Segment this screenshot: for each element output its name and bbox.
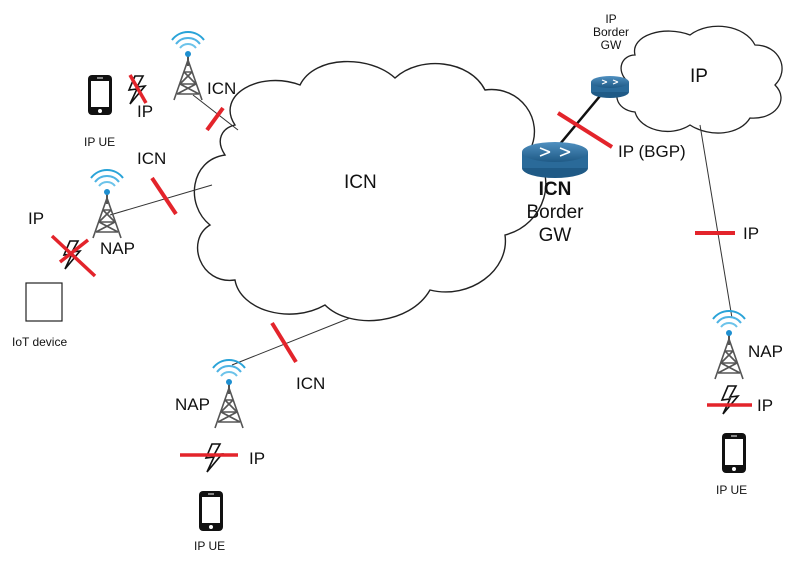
right-ip-label: IP: [757, 396, 774, 415]
right-ue-label: IP UE: [716, 483, 748, 497]
cut-mark-top-wireless: [128, 74, 148, 104]
iot-device-icon: [25, 282, 63, 322]
phone-top-icon: [87, 74, 113, 116]
bolt-right-icon: [721, 385, 739, 415]
link-left-tower: [109, 184, 213, 216]
ip-bgp-label: IP (BGP): [618, 142, 686, 161]
tower-top-icon: [171, 30, 205, 101]
right-nap-label: NAP: [748, 342, 783, 361]
top-icn-label: ICN: [207, 79, 237, 98]
icn-cloud-label: ICN: [344, 172, 377, 193]
left-ip-label: IP: [28, 209, 45, 228]
tower-bottom-icon: [212, 359, 246, 429]
icn-border-gw-router-icon: [522, 142, 588, 178]
cut-mark-left-wireless-2: [58, 238, 90, 264]
bottom-ue-label: IP UE: [194, 539, 226, 553]
phone-right-icon: [721, 432, 747, 474]
cut-mark-left-wireless-1: [50, 234, 97, 278]
bottom-ip-label: IP: [249, 449, 266, 468]
iot-device-label: IoT device: [12, 335, 68, 349]
ip-cloud: [616, 25, 783, 134]
tower-right-icon: [712, 310, 746, 380]
bolt-bottom-icon: [205, 443, 223, 473]
ip-border-gw-label: IP Border GW: [592, 12, 630, 52]
ip-border-gw-router-icon: [591, 76, 629, 98]
cut-mark-bottom-icn: [270, 321, 298, 364]
phone-bottom-icon: [198, 490, 224, 532]
ip-cloud-label: IP: [690, 66, 708, 87]
top-ue-label: IP UE: [84, 135, 116, 149]
icn-cloud: [193, 60, 547, 322]
right-ip-link-label: IP: [743, 224, 760, 243]
icn-border-gw-label: ICN Border GW: [526, 179, 584, 246]
bottom-nap-label: NAP: [175, 395, 210, 414]
left-icn-label: ICN: [137, 149, 167, 168]
link-bottom-tower: [231, 317, 351, 366]
cut-mark-bgp: [556, 111, 614, 149]
link-ip-cloud-right: [699, 124, 733, 319]
top-ip-label: IP: [137, 102, 154, 121]
cut-mark-top-icn: [205, 106, 225, 132]
left-nap-label: NAP: [100, 239, 135, 258]
tower-left-icon: [90, 169, 124, 239]
link-gw-gw: [554, 89, 606, 151]
link-top-tower: [192, 94, 239, 131]
cut-mark-left-icn: [150, 176, 178, 216]
bottom-icn-label: ICN: [296, 374, 326, 393]
